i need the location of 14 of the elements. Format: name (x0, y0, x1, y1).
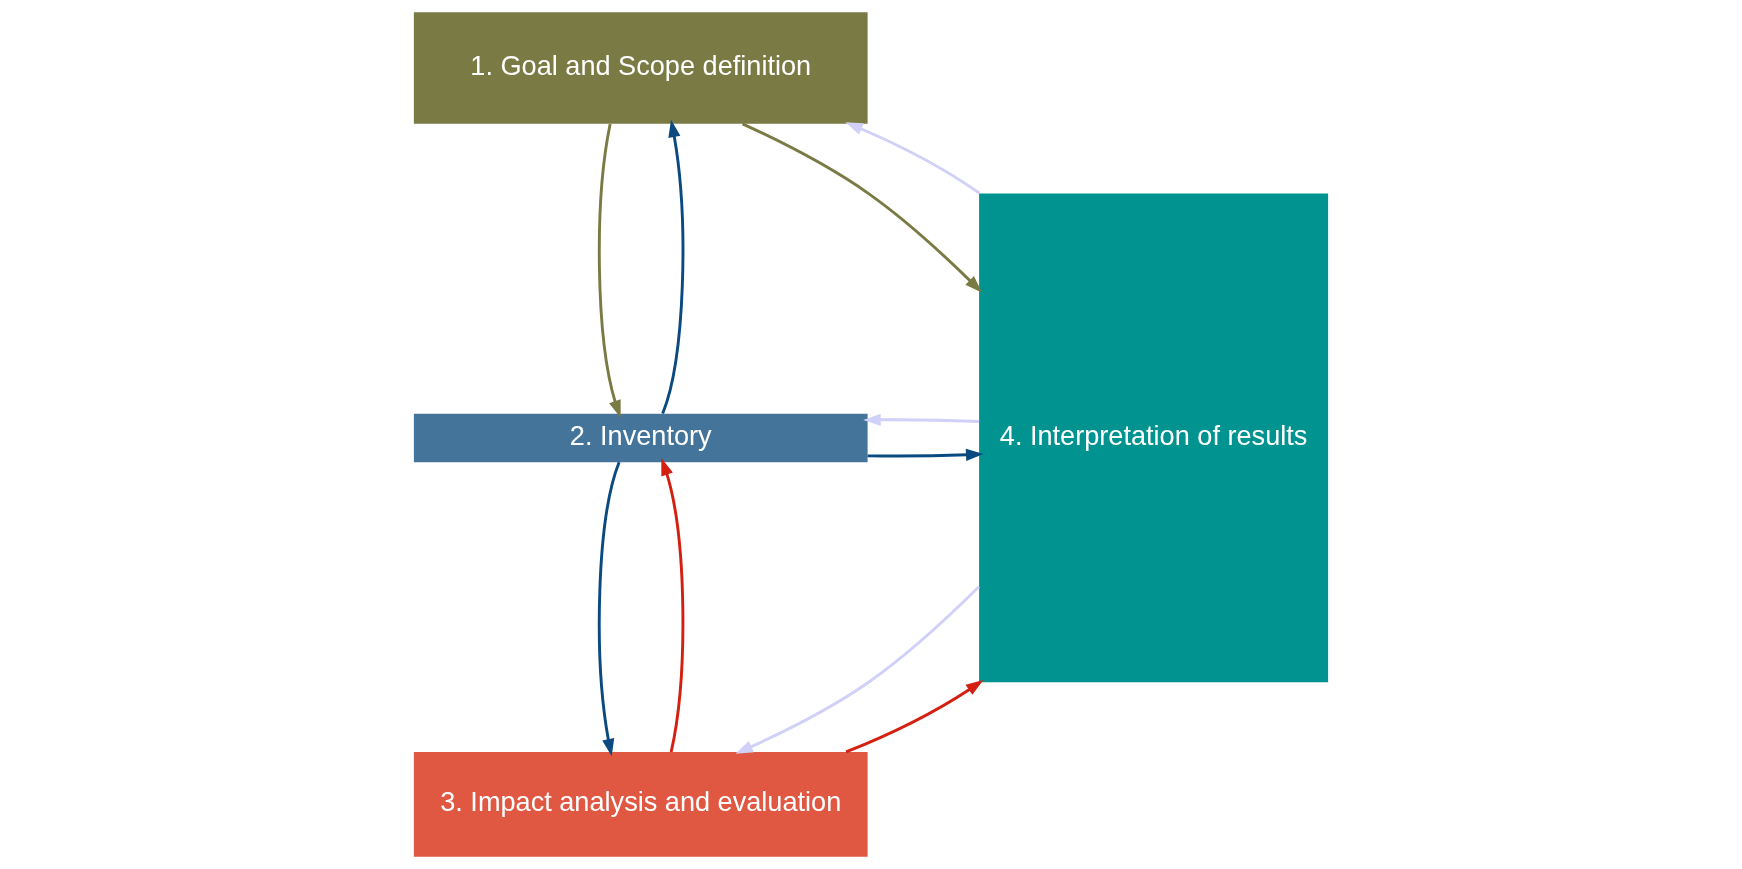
node-box: 3. Impact analysis and evaluation (413, 752, 868, 857)
arrow (845, 679, 984, 754)
node-box: 4. Interpretation of results (979, 193, 1329, 683)
arrow (597, 461, 621, 757)
arrow (597, 123, 621, 418)
arrow (661, 119, 685, 415)
node-box: 1. Goal and Scope definition (413, 12, 868, 124)
arrow (735, 585, 980, 754)
arrow (741, 122, 983, 293)
arrow (661, 458, 685, 753)
node-box: 2. Inventory (413, 413, 868, 463)
arrow (863, 413, 980, 426)
arrow (845, 122, 981, 195)
arrow (867, 448, 984, 461)
